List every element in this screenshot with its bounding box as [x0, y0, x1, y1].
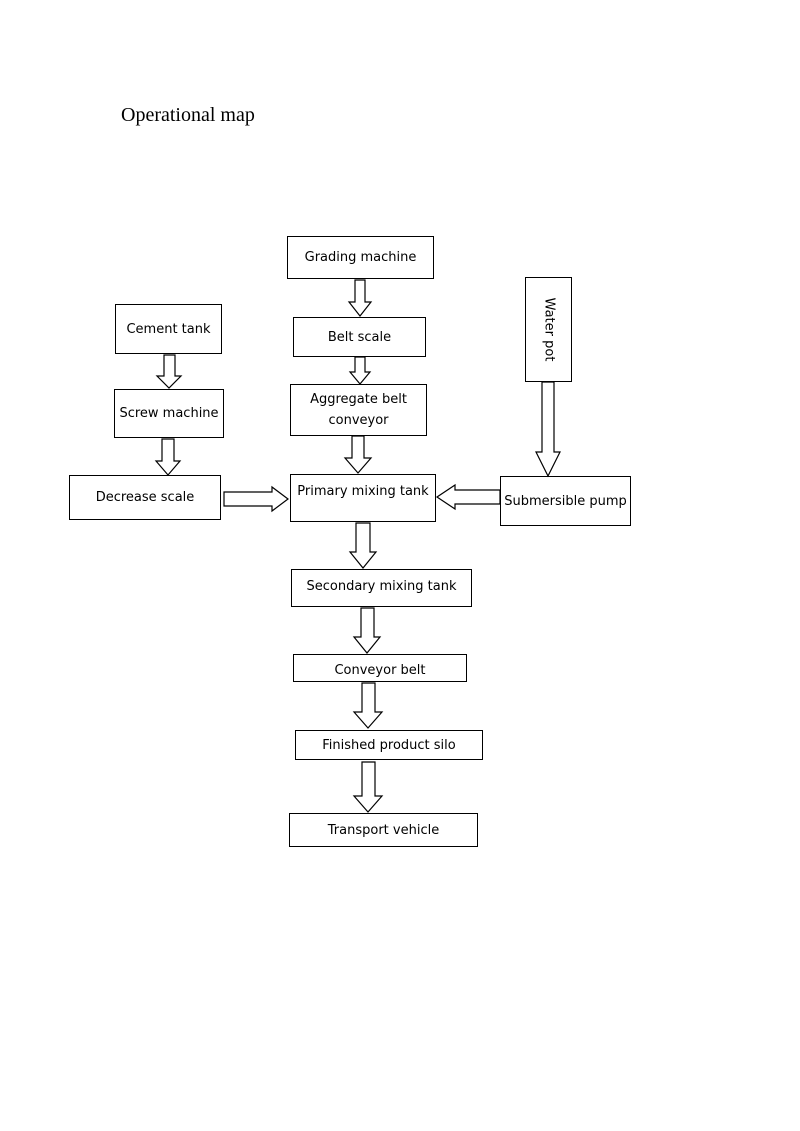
screw-machine-box: Screw machine: [114, 389, 224, 438]
arrow-pump-to-primary: [435, 483, 501, 511]
grading-machine-label: Grading machine: [304, 250, 417, 265]
aggregate-belt-conveyor-label-line1: Aggregate belt: [310, 392, 407, 407]
decrease-scale-label: Decrease scale: [95, 490, 195, 505]
page-title: Operational map: [121, 104, 255, 126]
screw-machine-label: Screw machine: [119, 406, 219, 421]
finished-product-silo-label: Finished product silo: [322, 737, 456, 753]
secondary-mixing-tank-label: Secondary mixing tank: [306, 579, 457, 594]
belt-scale-box: Belt scale: [293, 317, 426, 357]
cement-tank-label: Cement tank: [126, 321, 211, 337]
cement-tank-box: Cement tank: [115, 304, 222, 354]
arrow-screw-to-decrease: [154, 438, 182, 476]
transport-vehicle-box: Transport vehicle: [289, 813, 478, 847]
aggregate-belt-conveyor-label-line2: conveyor: [328, 413, 389, 428]
arrow-grading-to-belt-scale: [347, 279, 373, 317]
arrow-conveyor-to-silo: [352, 682, 384, 729]
conveyor-belt-label: Conveyor belt: [334, 662, 426, 678]
finished-product-silo-box: Finished product silo: [295, 730, 483, 760]
primary-mixing-tank-label: Primary mixing tank: [297, 484, 429, 499]
arrow-belt-scale-to-aggregate: [348, 356, 372, 385]
primary-mixing-tank-box: Primary mixing tank: [290, 474, 436, 522]
arrow-primary-to-secondary: [348, 522, 378, 569]
conveyor-belt-box: Conveyor belt: [293, 654, 467, 682]
submersible-pump-box: Submersible pump: [500, 476, 631, 526]
submersible-pump-label: Submersible pump: [504, 493, 627, 509]
secondary-mixing-tank-box: Secondary mixing tank: [291, 569, 472, 607]
arrow-aggregate-to-primary: [343, 435, 373, 474]
water-pot-box: Water pot: [525, 277, 572, 382]
arrow-decrease-to-primary: [223, 485, 289, 513]
arrow-secondary-to-conveyor: [352, 607, 382, 654]
arrow-cement-to-screw: [155, 354, 183, 389]
transport-vehicle-label: Transport vehicle: [327, 822, 440, 838]
arrow-water-to-pump: [535, 381, 561, 478]
belt-scale-label: Belt scale: [327, 329, 392, 345]
arrow-silo-to-vehicle: [352, 761, 384, 813]
decrease-scale-box: Decrease scale: [69, 475, 221, 520]
grading-machine-box: Grading machine: [287, 236, 434, 279]
